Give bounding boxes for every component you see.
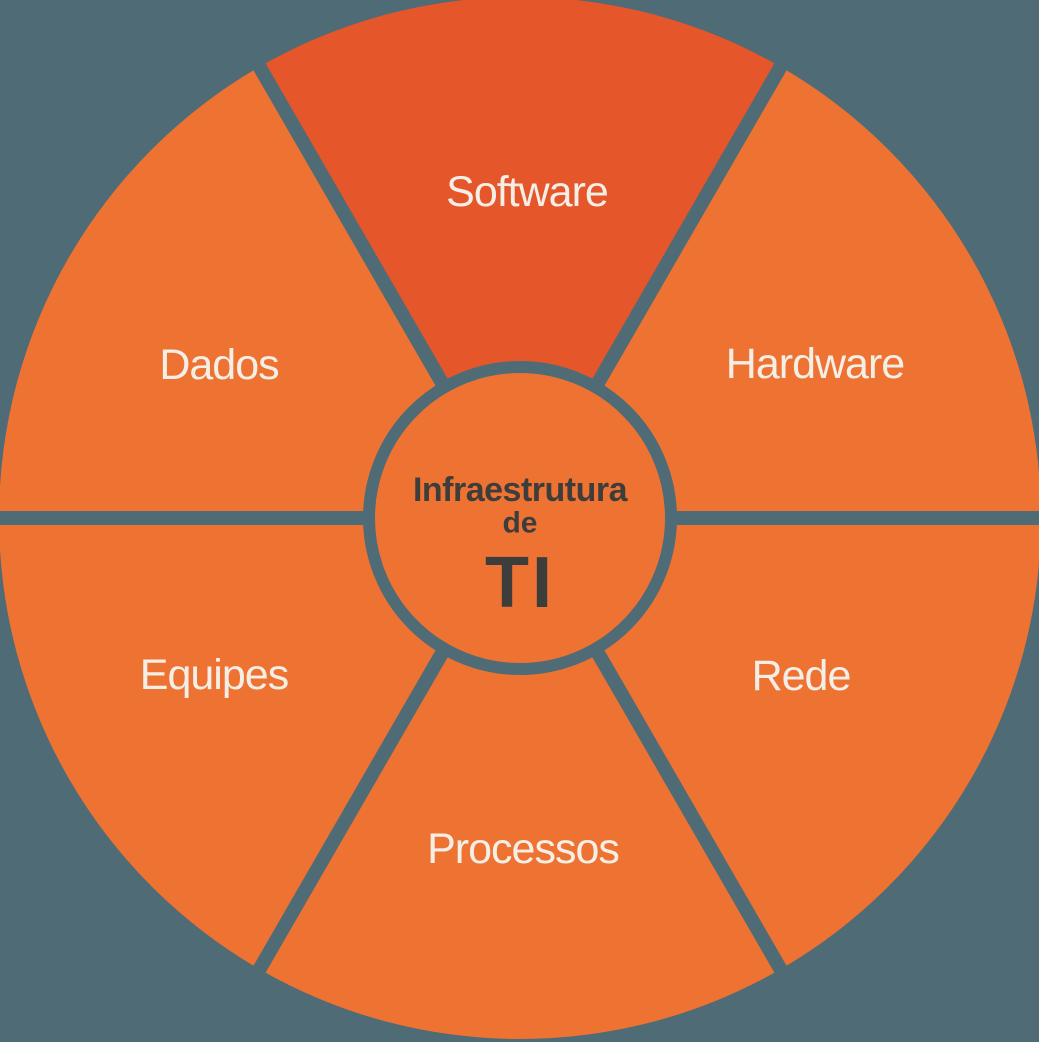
segment-label-dados: Dados [159, 341, 278, 389]
segment-label-processos: Processos [427, 825, 619, 873]
segment-label-software: Software [446, 168, 608, 216]
segment-label-hardware: Hardware [726, 340, 904, 388]
center-title-line3: TI [485, 543, 555, 623]
segment-hardware[interactable] [520, 66, 1039, 518]
center-title-line1: Infraestrutura [413, 471, 629, 509]
segment-rede[interactable] [520, 518, 1039, 970]
segment-software[interactable] [259, 0, 781, 518]
segment-label-rede: Rede [752, 652, 851, 700]
center-title-line2: de [502, 507, 537, 540]
segment-processos[interactable] [259, 518, 781, 1039]
segment-dados[interactable] [0, 66, 520, 518]
segment-equipes[interactable] [0, 518, 520, 970]
center-title: Infraestrutura de TI [413, 471, 629, 623]
segment-label-equipes: Equipes [140, 651, 288, 699]
center-circle [363, 361, 677, 675]
